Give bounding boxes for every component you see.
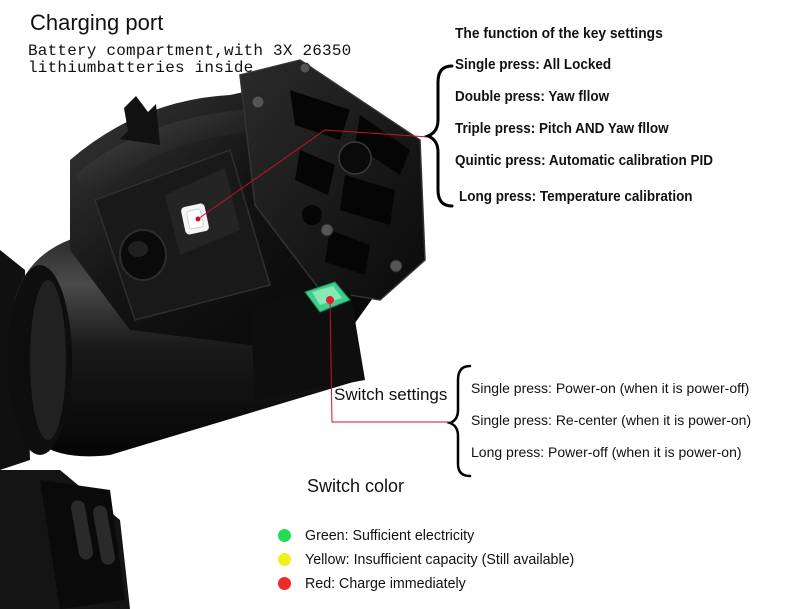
key-setting-item: Single press: All Locked: [455, 57, 612, 73]
switch-settings-label: Switch settings: [334, 385, 448, 404]
switch-settings-brace: [446, 364, 472, 478]
green-dot-icon: [278, 529, 291, 542]
legend-yellow: Yellow: Insufficient capacity (Still ava…: [278, 551, 588, 568]
key-setting-item: Quintic press: Automatic calibration PID: [455, 153, 714, 169]
key-leader-dot: [195, 216, 201, 222]
mounting-face-plate: [239, 59, 426, 301]
mount-bracket: [0, 470, 130, 609]
legend-green-text: Green: Sufficient electricity: [305, 527, 475, 544]
lower-collar: [250, 290, 365, 400]
switch-leader-dot: [326, 296, 334, 304]
switch-setting-item: Single press: Power-on (when it is power…: [471, 380, 750, 396]
leader-lines: [197, 129, 451, 423]
legend-red-text: Red: Charge immediately: [305, 575, 466, 592]
key-setting-item: Double press: Yaw fllow: [455, 89, 610, 105]
battery-line-1: Battery compartment,with 3X 26350: [28, 42, 352, 60]
red-dot-icon: [278, 577, 291, 590]
legend-green: Green: Sufficient electricity: [278, 527, 483, 544]
key-setting-item: Long press: Temperature calibration: [459, 189, 693, 205]
battery-line-2: lithiumbatteries inside: [28, 59, 254, 77]
switch-setting-item: Long press: Power-off (when it is power-…: [471, 444, 742, 460]
legend-yellow-text: Yellow: Insufficient capacity (Still ava…: [305, 551, 575, 568]
arrow-icon: [120, 96, 160, 145]
key-setting-item: Triple press: Pitch AND Yaw fllow: [455, 121, 669, 137]
key-settings-heading: The function of the key settings: [455, 25, 663, 42]
battery-compartment-label: Battery compartment,with 3X 26350 lithiu…: [28, 43, 351, 77]
switch-setting-item: Single press: Re-center (when it is powe…: [471, 412, 752, 428]
charging-port-label: Charging port: [30, 10, 164, 35]
legend-red: Red: Charge immediately: [278, 575, 474, 592]
switch-color-label: Switch color: [307, 476, 405, 496]
yellow-dot-icon: [278, 553, 291, 566]
key-settings-brace: [423, 64, 454, 208]
